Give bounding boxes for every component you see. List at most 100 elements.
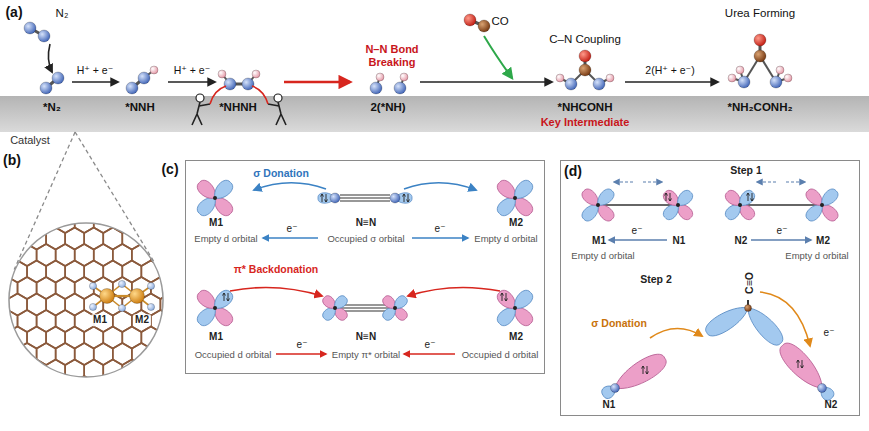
nucleus <box>393 306 397 310</box>
graphene-lattice-part <box>170 343 189 365</box>
atom <box>464 14 476 26</box>
arrow <box>254 183 326 190</box>
graphene-lattice-part <box>46 195 65 217</box>
arrow <box>484 36 512 78</box>
node-text: e⁻ <box>425 339 436 351</box>
orbital-lobe <box>736 188 757 209</box>
node-text: e⁻ <box>777 225 788 237</box>
pulling-person-part <box>268 102 286 125</box>
node-text: σ Donation <box>253 167 309 179</box>
bond <box>340 197 390 198</box>
node-text: *NNH <box>125 101 154 114</box>
nucleus <box>738 203 742 207</box>
graphene-lattice-part <box>189 376 208 398</box>
reaction-pathway <box>0 14 869 132</box>
graphene-lattice-part <box>113 409 132 431</box>
graphene-lattice-part <box>132 376 151 398</box>
atom <box>606 74 614 82</box>
pulling-person <box>192 94 210 125</box>
node-text: N2 <box>735 235 748 247</box>
figure-label: H⁺ + e⁻ <box>174 64 210 76</box>
graphene-lattice-part <box>84 195 103 217</box>
graphene-lattice-part <box>170 310 189 332</box>
graphene-lattice-part <box>160 228 179 250</box>
graphene-lattice-part <box>141 195 160 217</box>
electron-pair <box>403 194 410 202</box>
graphene-lattice-part <box>56 409 75 431</box>
figure-label: CO <box>491 15 508 28</box>
atom <box>390 193 400 203</box>
atom <box>738 76 750 88</box>
graphene-lattice-part <box>65 360 84 382</box>
arrow <box>757 181 776 182</box>
arrow <box>408 287 500 296</box>
graphene-lattice-part <box>170 277 189 299</box>
atom <box>40 82 52 94</box>
catalyst-band: *N₂*NNH*NHNH2(*NH)*NHCONHKey Intermediat… <box>0 96 869 132</box>
orbital-lobe <box>594 187 617 210</box>
graphene-lattice-part <box>179 294 198 316</box>
nucleus <box>333 306 337 310</box>
node-text: Occupied σ orbital <box>327 234 404 245</box>
graphene-lattice-part <box>8 393 27 415</box>
node-text: Step 2 <box>640 273 672 285</box>
atom <box>579 50 591 62</box>
atom <box>118 304 125 311</box>
electron-pair <box>797 360 804 368</box>
nucleus <box>676 203 680 207</box>
graphene-lattice-part <box>0 343 18 365</box>
graphene-lattice-part <box>189 409 208 431</box>
node-text: Occupied d orbital <box>195 350 272 361</box>
pulling-person-part <box>192 102 210 125</box>
arrow <box>751 239 811 240</box>
graphene-lattice-part <box>189 244 208 266</box>
node-text: Empty d orbital <box>571 251 634 262</box>
bond <box>340 310 390 311</box>
graphene-lattice-part <box>160 261 179 283</box>
graphene-lattice-part <box>160 195 179 217</box>
dashed-zoom-line <box>14 132 153 270</box>
catalyst-surface <box>0 96 869 132</box>
node-text: Occupied d orbital <box>462 350 539 361</box>
node-text: N≡N <box>356 331 376 343</box>
graphene-lattice-part <box>65 426 84 431</box>
atom <box>376 73 384 81</box>
bond <box>340 307 390 308</box>
graphene-lattice-part <box>8 360 27 382</box>
graphene-lattice-part <box>65 393 84 415</box>
node-text: Empty d orbital <box>474 234 537 245</box>
electron-pair <box>747 193 754 201</box>
atom <box>394 82 406 94</box>
arrow <box>404 183 476 190</box>
node-text: M1 <box>91 314 109 326</box>
atom <box>728 74 736 82</box>
atom <box>100 289 115 304</box>
node-text: N≡N <box>356 217 376 229</box>
electron-pair <box>642 366 649 374</box>
graphene-lattice-part <box>141 393 160 415</box>
graphene-lattice-part <box>18 211 37 233</box>
node-text: e⁻ <box>632 225 643 237</box>
electron-pair <box>321 194 328 202</box>
atom <box>126 82 138 94</box>
electron-pair <box>665 193 672 201</box>
figure-label: H⁺ + e⁻ <box>77 64 113 76</box>
orbital-lobe <box>391 294 409 312</box>
graphene-lattice-part <box>8 426 27 431</box>
node-text: *N₂ <box>43 101 61 114</box>
atom <box>147 303 154 310</box>
orbital-lobe <box>674 188 695 209</box>
graphene-lattice-part <box>179 327 198 349</box>
graphene-lattice-part <box>8 228 27 250</box>
zoom-circle-node: (b)M1M2 <box>8 222 164 378</box>
orbital-lobe <box>818 187 841 210</box>
figure-label: 2(H⁺ + e⁻) <box>645 64 694 76</box>
orbital-lobe <box>742 302 787 349</box>
atom <box>130 289 145 304</box>
graphene-lattice-part <box>46 426 65 431</box>
graphene-lattice-part <box>0 228 8 250</box>
graphene-lattice-part <box>0 244 18 266</box>
graphene-lattice-part <box>27 360 46 382</box>
graphene-lattice-part <box>0 409 18 431</box>
